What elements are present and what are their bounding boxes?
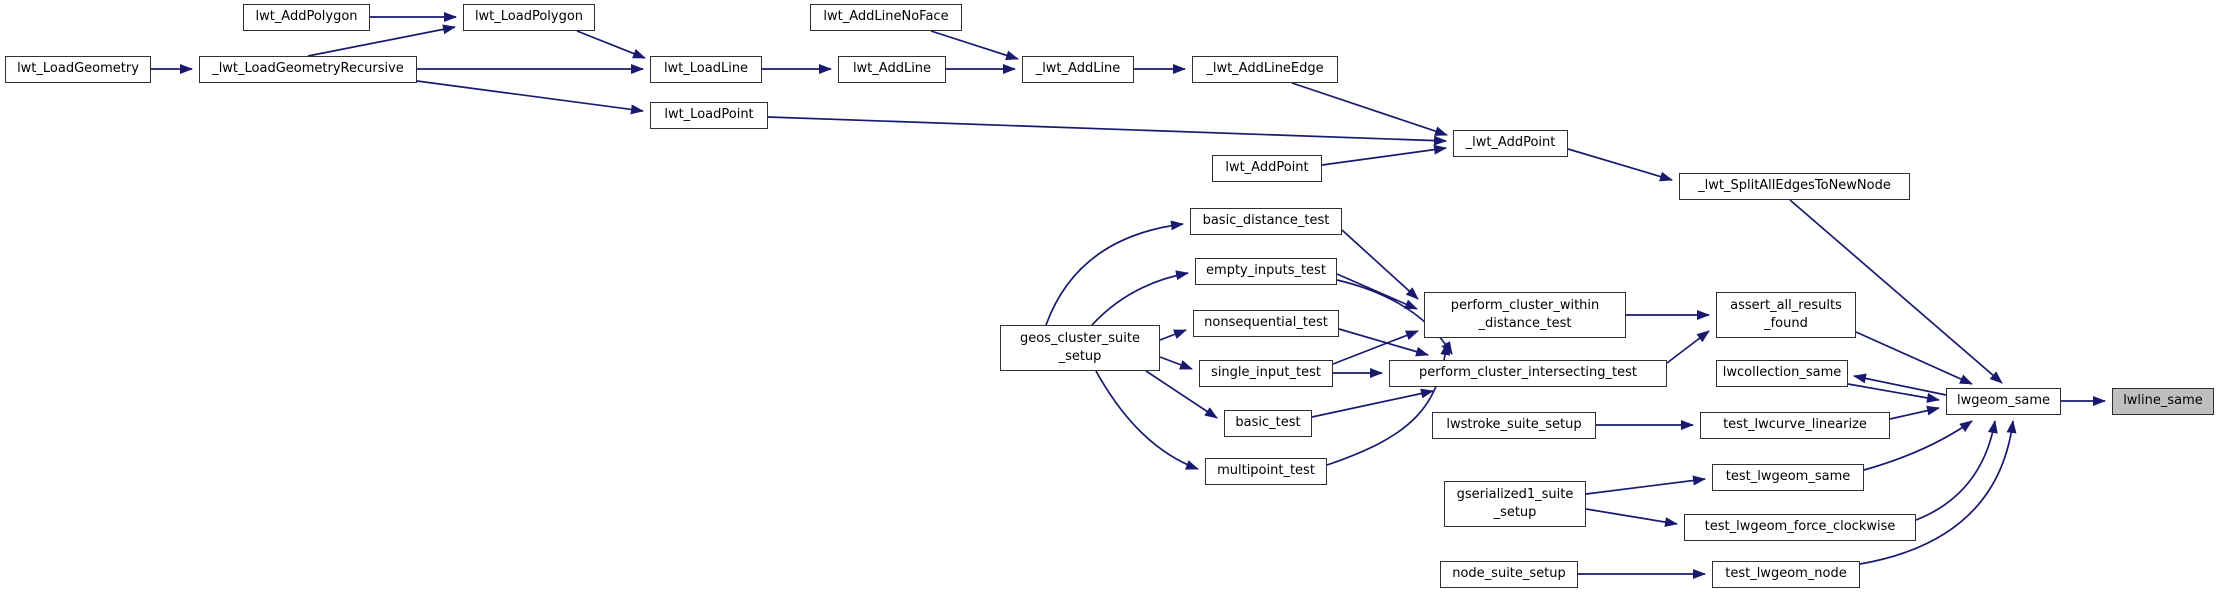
edge-lwgeom-same-to-lwcollection-same: [1853, 373, 1947, 396]
node-test-lwcurve-linearize[interactable]: test_lwcurve_linearize: [1700, 412, 1890, 439]
node-lwt-addpolygon[interactable]: lwt_AddPolygon: [243, 4, 370, 31]
node-test-lwgeom-force-clockwise[interactable]: test_lwgeom_force_clockwise: [1684, 514, 1916, 541]
node-lwt-addpoint[interactable]: _lwt_AddPoint: [1453, 130, 1568, 157]
edge-lwt-loadgeometryrecursive-to-lwt-loadpolygon: [307, 24, 456, 57]
edge-geos-cluster-suite-setup-to-empty-inputs-test: [1091, 270, 1189, 326]
node-lwt-loadpolygon[interactable]: lwt_LoadPolygon: [463, 4, 595, 31]
edge-lwt-loadgeometryrecursive-to-lwt-loadpoint: [416, 80, 644, 115]
edge-empty-inputs-test-to-perform-cluster-intersecting-test: [1336, 279, 1453, 355]
edge-lwt-splitalledgestonewnode-to-lwgeom-same: [1789, 199, 2003, 384]
node-multipoint-test[interactable]: multipoint_test: [1205, 458, 1327, 485]
edge-test-lwgeom-force-clockwise-to-lwgeom-same: [1915, 420, 1998, 521]
edge-test-lwgeom-node-to-lwgeom-same: [1859, 420, 2017, 565]
node-lwt-loadgeometryrecursive[interactable]: _lwt_LoadGeometryRecursive: [199, 56, 417, 83]
node-perform-cluster-intersecting-test[interactable]: perform_cluster_intersecting_test: [1389, 360, 1667, 387]
node-lwt-addlinenoface[interactable]: lwt_AddLineNoFace: [810, 4, 962, 31]
edge-perform-cluster-intersecting-test-to-assert-all-results-found: [1666, 330, 1710, 364]
edge-geos-cluster-suite-setup-to-basic-distance-test: [1045, 220, 1184, 326]
node-perform-cluster-within-distance-test[interactable]: perform_cluster_within _distance_test: [1424, 292, 1626, 338]
edge-single-input-test-to-perform-cluster-within-distance-test: [1332, 330, 1419, 365]
edge-gserialized1-suite-setup-to-test-lwgeom-same: [1585, 475, 1706, 495]
node-lwt-addline[interactable]: _lwt_AddLine: [1022, 56, 1134, 83]
node-empty-inputs-test[interactable]: empty_inputs_test: [1195, 258, 1337, 285]
edge-geos-cluster-suite-setup-to-multipoint-test: [1095, 370, 1199, 470]
edge-nonsequential-test-to-perform-cluster-intersecting-test: [1338, 328, 1429, 357]
edge-lwt-loadpolygon-to-lwt-loadline: [576, 30, 646, 59]
node-lwt-addline[interactable]: lwt_AddLine: [838, 56, 946, 83]
node-node-suite-setup[interactable]: node_suite_setup: [1440, 561, 1578, 588]
node-lwcollection-same[interactable]: lwcollection_same: [1716, 360, 1848, 387]
edge-basic-distance-test-to-perform-cluster-within-distance-test: [1341, 229, 1419, 300]
edge-lwt-addlineedge-to-lwt-addpoint: [1291, 82, 1448, 136]
node-lwt-addlineedge[interactable]: _lwt_AddLineEdge: [1192, 56, 1338, 83]
node-single-input-test[interactable]: single_input_test: [1199, 360, 1333, 387]
node-basic-distance-test[interactable]: basic_distance_test: [1190, 208, 1342, 235]
node-lwt-addpoint[interactable]: lwt_AddPoint: [1212, 155, 1322, 182]
edge-assert-all-results-found-to-lwgeom-same: [1855, 331, 1973, 385]
edge-lwt-addpoint-to-lwt-addpoint: [1321, 144, 1447, 166]
node-basic-test[interactable]: basic_test: [1224, 410, 1312, 437]
edge-basic-test-to-perform-cluster-intersecting-test: [1311, 388, 1434, 418]
node-lwgeom-same[interactable]: lwgeom_same: [1946, 388, 2061, 415]
node-lwline-same: lwline_same: [2112, 388, 2214, 415]
node-lwt-loadgeometry[interactable]: lwt_LoadGeometry: [5, 56, 151, 83]
node-assert-all-results-found[interactable]: assert_all_results _found: [1716, 292, 1856, 338]
edge-empty-inputs-test-to-perform-cluster-within-distance-test: [1336, 273, 1418, 310]
node-nonsequential-test[interactable]: nonsequential_test: [1193, 310, 1339, 337]
node-gserialized1-suite-setup[interactable]: gserialized1_suite _setup: [1444, 481, 1586, 527]
node-lwt-splitalledgestonewnode[interactable]: _lwt_SplitAllEdgesToNewNode: [1679, 173, 1910, 200]
node-test-lwgeom-same[interactable]: test_lwgeom_same: [1712, 464, 1864, 491]
edge-lwt-loadpoint-to-lwt-addpoint: [767, 116, 1447, 146]
node-lwt-loadline[interactable]: lwt_LoadLine: [650, 56, 762, 83]
edge-lwcollection-same-to-lwgeom-same: [1847, 383, 1940, 403]
edge-gserialized1-suite-setup-to-test-lwgeom-force-clockwise: [1585, 508, 1678, 527]
edge-geos-cluster-suite-setup-to-nonsequential-test: [1159, 329, 1187, 341]
edge-test-lwcurve-linearize-to-lwgeom-same: [1889, 405, 1940, 420]
edge-test-lwgeom-same-to-lwgeom-same: [1863, 420, 1973, 471]
edge-lwt-addpoint-to-lwt-splitalledgestonewnode: [1567, 148, 1673, 182]
edge-lwt-addlinenoface-to-lwt-addline: [930, 30, 1019, 61]
edge-geos-cluster-suite-setup-to-basic-test: [1145, 370, 1218, 419]
node-test-lwgeom-node[interactable]: test_lwgeom_node: [1712, 561, 1860, 588]
edge-geos-cluster-suite-setup-to-single-input-test: [1159, 356, 1193, 370]
node-lwt-loadpoint[interactable]: lwt_LoadPoint: [650, 102, 768, 129]
node-lwstroke-suite-setup[interactable]: lwstroke_suite_setup: [1432, 412, 1596, 439]
node-geos-cluster-suite-setup[interactable]: geos_cluster_suite _setup: [1000, 325, 1160, 371]
